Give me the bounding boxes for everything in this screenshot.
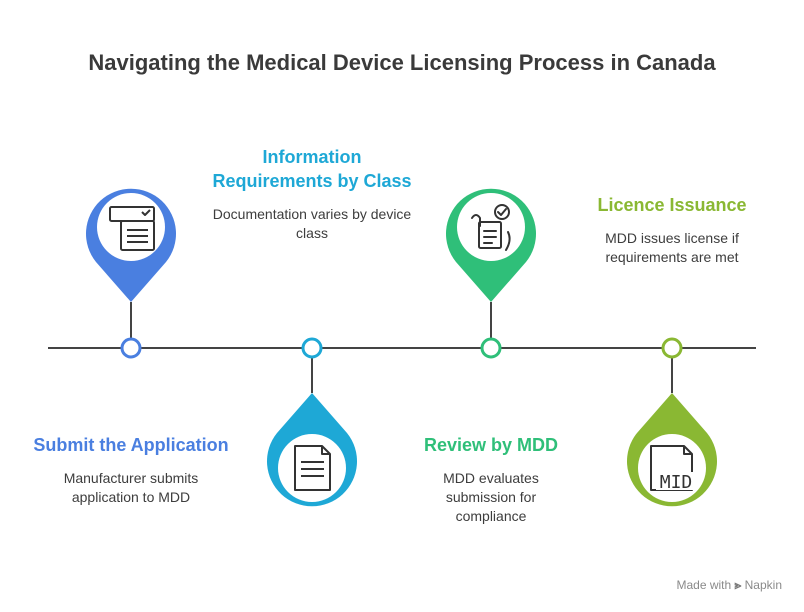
step2-pin: [267, 337, 357, 507]
form-document-icon: [109, 206, 155, 251]
step1-pin: [86, 188, 176, 359]
step3-text: Review by MDD MDD evaluates submission f…: [391, 433, 591, 526]
document-icon: [294, 445, 331, 491]
svg-text:MID: MID: [660, 472, 693, 493]
step2-title: Information Requirements by Class: [212, 147, 412, 191]
step2-description: Documentation varies by device class: [212, 206, 412, 241]
step3-description: MDD evaluates submission for compliance: [443, 470, 539, 524]
review-checklist-icon: [471, 204, 511, 251]
mid-license-icon: MID: [650, 445, 696, 493]
step1-description: Manufacturer submits application to MDD: [63, 470, 199, 505]
step3-title: Review by MDD: [423, 435, 559, 455]
page-title: Navigating the Medical Device Licensing …: [88, 50, 716, 75]
napkin-logo-icon: ⪢: [734, 578, 742, 592]
footer-made-with: Made with: [676, 578, 732, 592]
step3-pin: [446, 188, 536, 359]
step4-title: Licence Issuance: [597, 195, 747, 215]
step1-text: Submit the Application Manufacturer subm…: [31, 433, 231, 507]
footer-brand: Napkin: [744, 578, 782, 592]
step4-pin: MID: [626, 337, 717, 507]
step1-title: Submit the Application: [33, 435, 229, 455]
step4-description: MDD issues license if requirements are m…: [605, 230, 739, 265]
step4-text: Licence Issuance MDD issues license if r…: [572, 193, 772, 267]
footer-credit: Made with ⪢ Napkin: [676, 578, 782, 593]
step2-text: Information Requirements by Class Docume…: [212, 145, 412, 243]
